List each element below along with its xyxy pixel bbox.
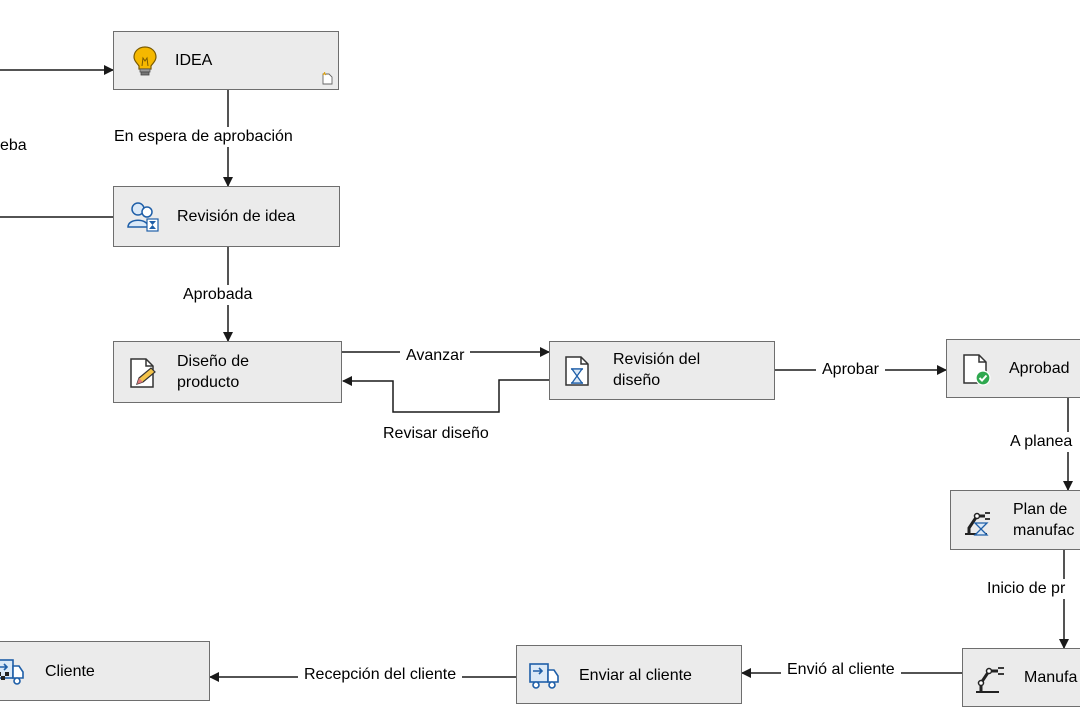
edge-label-prueba: eba [0, 136, 29, 156]
robot-arm-hourglass-icon [961, 504, 995, 538]
node-revision-diseno[interactable]: Revisión del diseño [549, 341, 775, 400]
node-label-enviar-cliente: Enviar al cliente [579, 667, 692, 684]
document-edit-icon [126, 356, 160, 390]
node-revision-idea[interactable]: Revisión de idea [113, 186, 340, 247]
edge-label-recepcion-cliente: Recepción del cliente [298, 665, 463, 685]
node-manufactura[interactable]: Manufa [962, 648, 1080, 707]
edge-label-a-planear: A planea [1008, 432, 1075, 452]
node-diseno-producto[interactable]: Diseño de producto [113, 341, 342, 403]
node-label-cliente: Cliente [45, 663, 95, 680]
edge-label-envio-cliente: Envió al cliente [781, 660, 901, 680]
delivery-truck-icon [527, 658, 561, 692]
edge-label-avanzar: Avanzar [400, 346, 471, 366]
node-cliente[interactable]: Cliente [0, 641, 210, 701]
node-enviar-cliente[interactable]: Enviar al cliente [516, 645, 742, 704]
edge-label-aprobar: Aprobar [816, 360, 885, 380]
node-label-revision-idea: Revisión de idea [177, 208, 296, 225]
node-label-plan-manufactura: Plan de manufac [1013, 501, 1075, 539]
users-review-icon [126, 199, 160, 233]
document-hourglass-icon [560, 354, 594, 388]
node-plan-manufactura[interactable]: Plan de manufac [950, 490, 1080, 550]
node-idea[interactable]: IDEA [113, 31, 339, 90]
node-label-diseno-producto: Diseño de producto [177, 353, 250, 391]
delivery-truck-checkered-icon [0, 654, 26, 688]
lightbulb-icon [128, 44, 162, 78]
edge-label-revisar-diseno: Revisar diseño [381, 424, 491, 444]
node-aprobado[interactable]: Aprobad [946, 339, 1080, 398]
edge-label-en-espera: En espera de aprobación [112, 127, 295, 147]
node-label-manufactura: Manufa [1024, 669, 1078, 686]
node-label-revision-diseno: Revisión del diseño [613, 351, 701, 389]
node-label-aprobado: Aprobad [1009, 360, 1070, 377]
edge-label-aprobada: Aprobada [181, 285, 255, 305]
document-approved-icon [959, 352, 993, 386]
edge-label-inicio-produccion: Inicio de pr [985, 579, 1068, 599]
node-label-idea: IDEA [175, 52, 213, 69]
connector-revision-diseno-back [342, 376, 549, 413]
new-document-badge-icon [322, 72, 333, 85]
robot-arm-icon [973, 661, 1007, 695]
